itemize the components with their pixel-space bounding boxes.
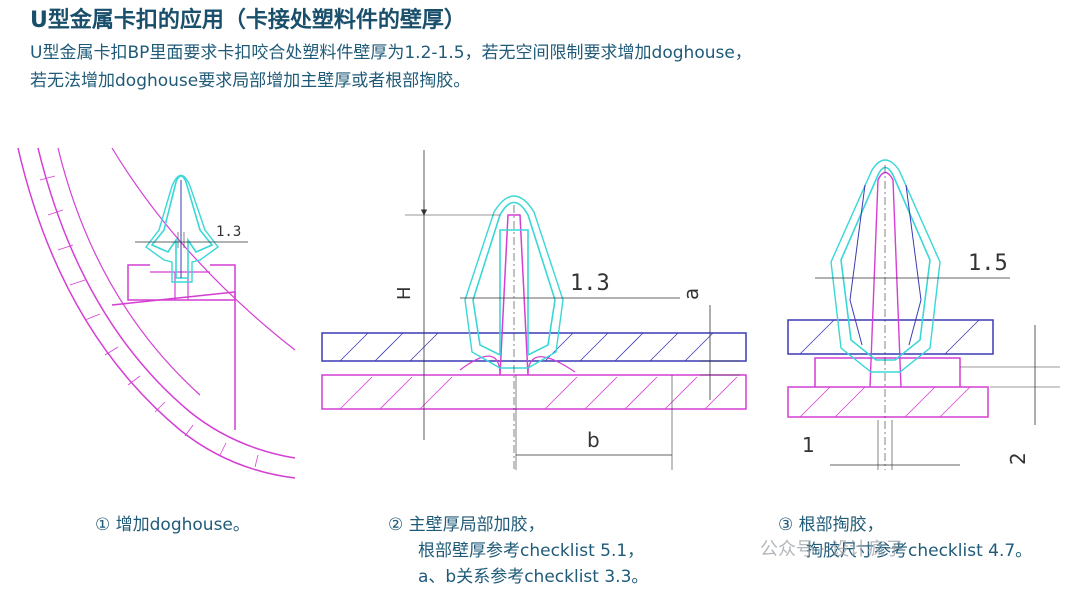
caption-3-line-1: ③ 根部掏胶，: [778, 515, 884, 535]
description-line-1: U型金属卡扣BP里面要求卡扣咬合处塑料件壁厚为1.2-1.5，若无空间限制要求增…: [30, 43, 752, 63]
diagram3-dim-label: 1.5: [968, 251, 1008, 276]
page-title: U型金属卡扣的应用（卡接处塑料件的壁厚）: [30, 8, 466, 33]
caption-2-line-1: ② 主壁厚局部加胶，: [388, 515, 545, 535]
watermark: 公众号 · 设计疯子: [760, 539, 904, 560]
caption-1: ① 增加doghouse。: [95, 515, 250, 535]
caption-2-line-3: a、b关系参考checklist 3.3。: [418, 567, 649, 587]
diagram2-dim-label: 1.3: [570, 271, 610, 296]
diagram-doghouse: 1.3: [17, 147, 296, 479]
diagram2-label-a: a: [679, 288, 703, 300]
diagram2-label-h: H: [394, 286, 415, 300]
diagram-root-coring: 1.5 2 1: [787, 159, 1060, 470]
caption-2-line-2: 根部壁厚参考checklist 5.1，: [418, 541, 645, 561]
description-line-2: 若无法增加doghouse要求局部增加主壁厚或者根部掏胶。: [30, 71, 471, 91]
diagram3-label-2: 2: [1006, 452, 1030, 465]
caption-3-line-2: 掏胶尺寸参考checklist 4.7。: [806, 541, 1033, 561]
diagram3-label-1: 1: [802, 433, 815, 457]
diagram-main-wall: H 1.3 a b: [321, 150, 747, 470]
diagram1-dim-label: 1.3: [216, 224, 241, 240]
diagram2-label-b: b: [587, 428, 600, 452]
